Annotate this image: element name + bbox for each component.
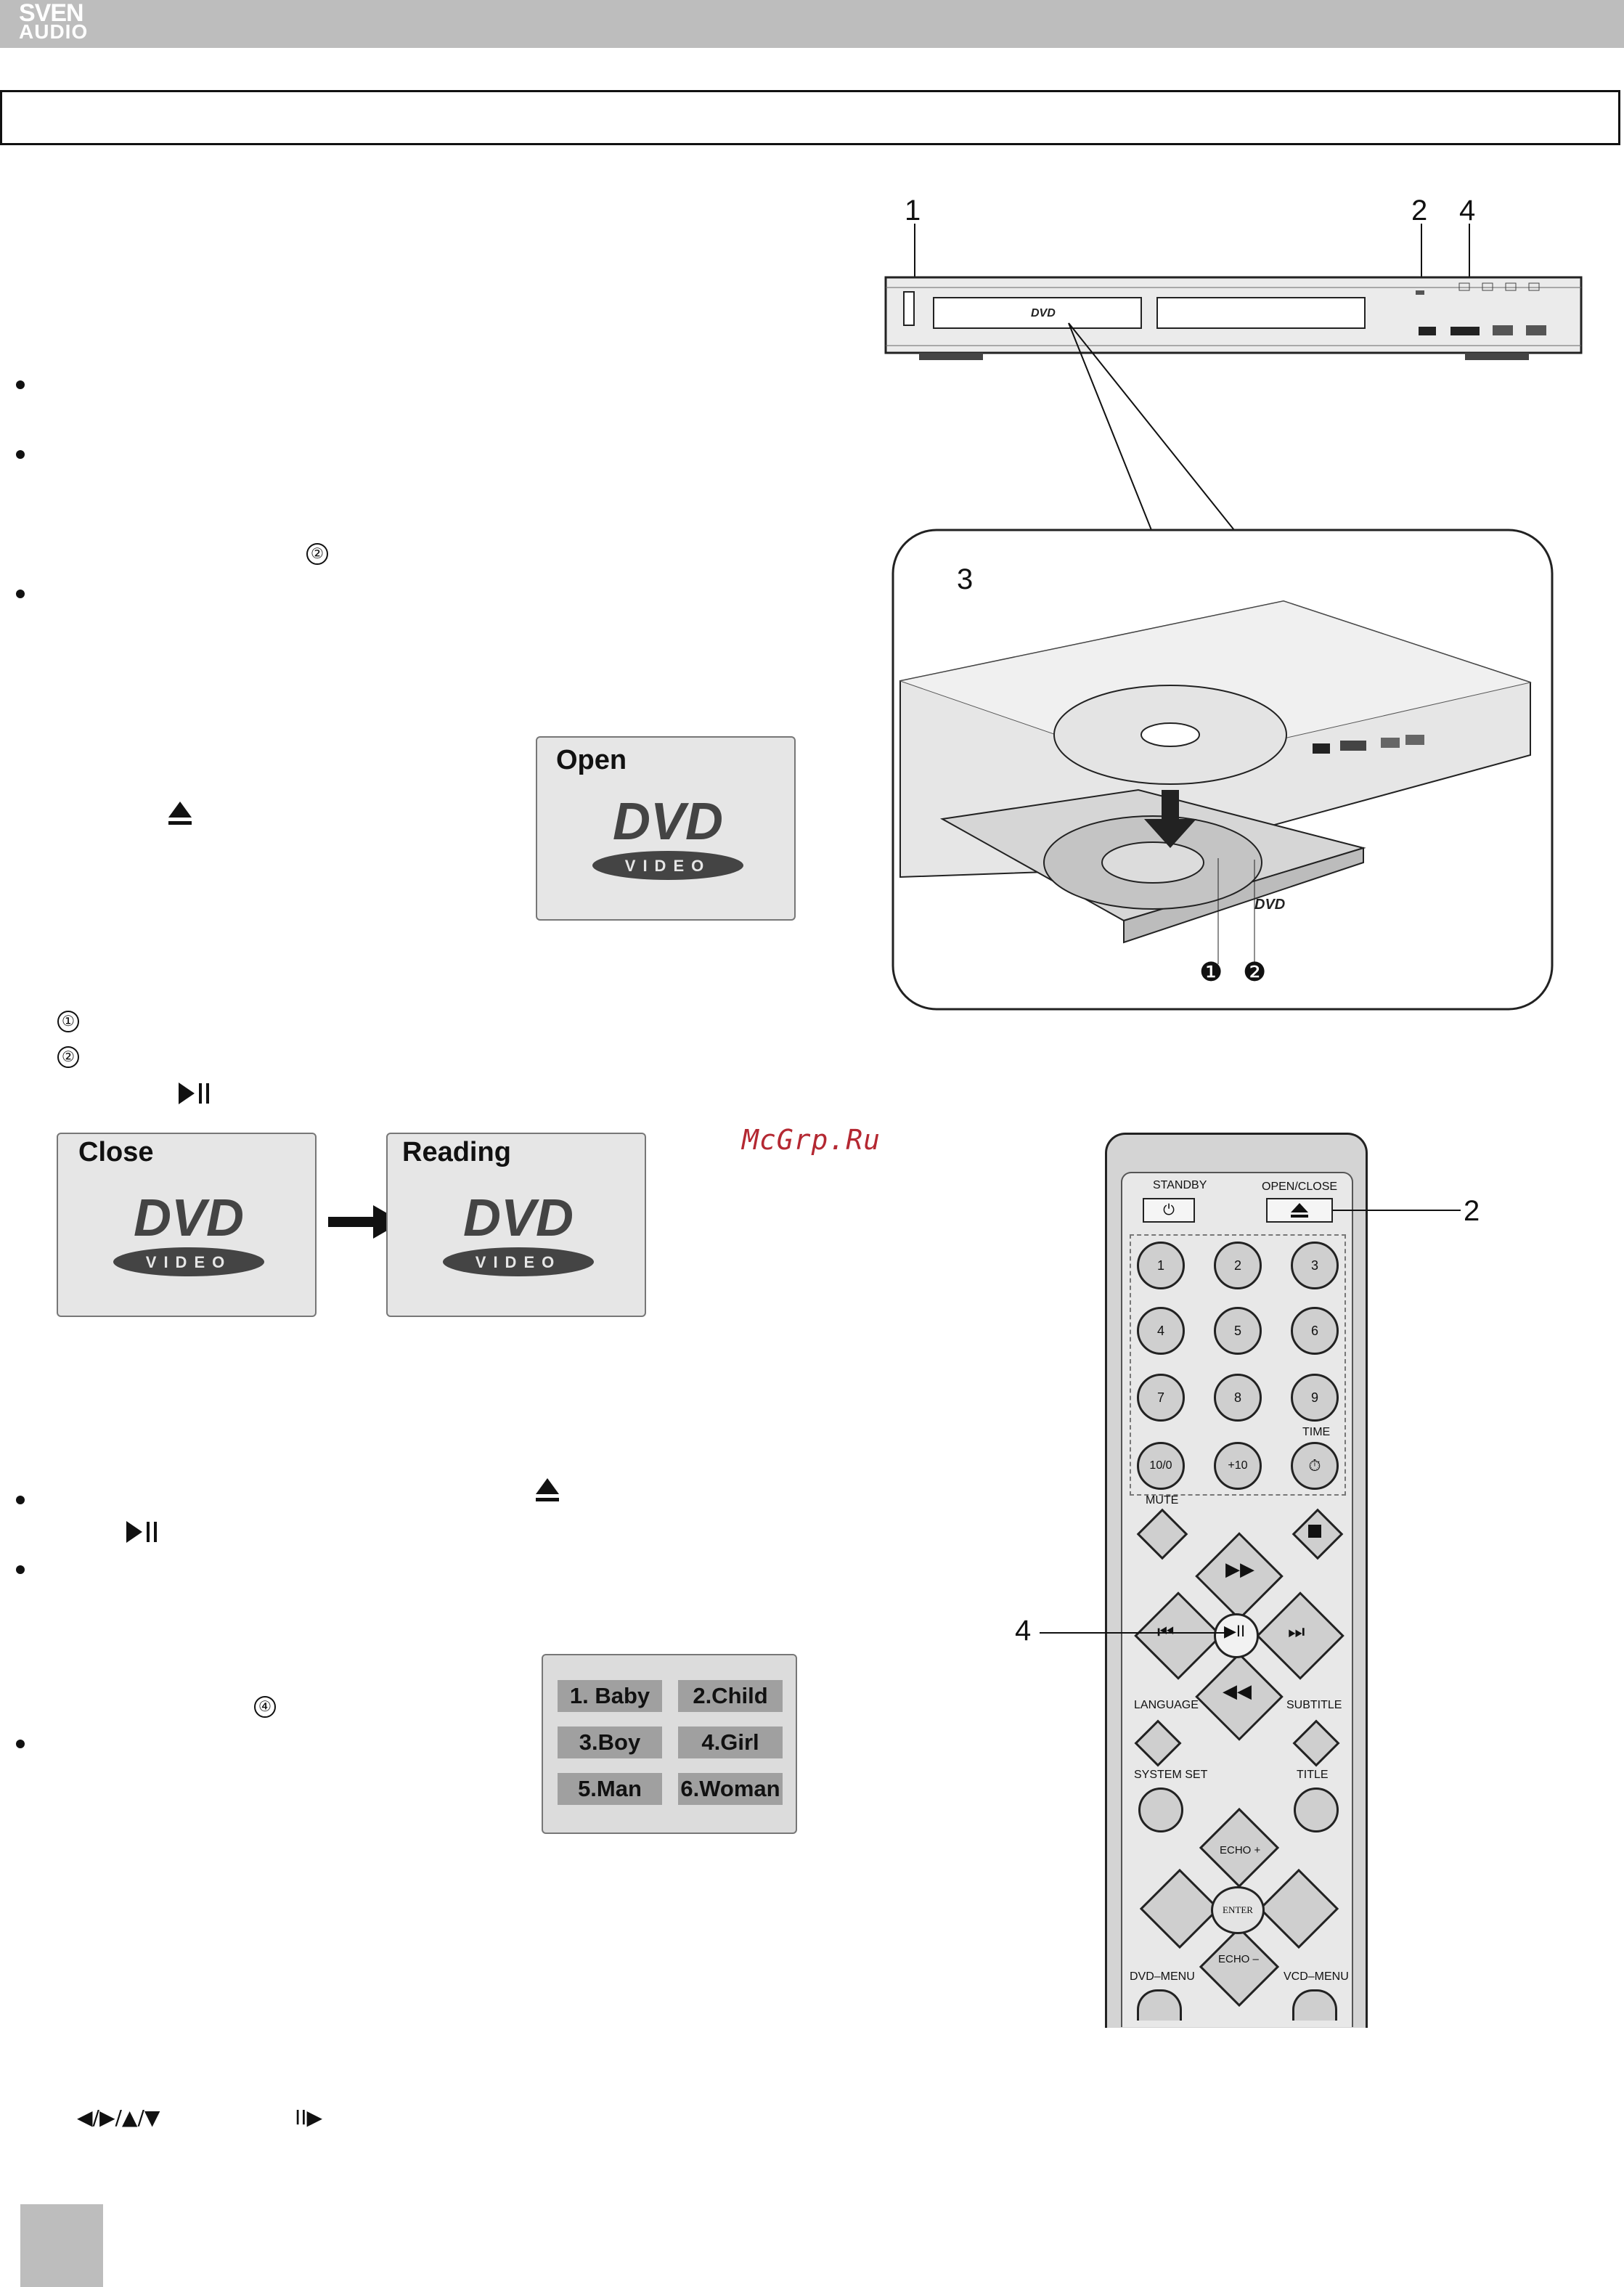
brand-line2: AUDIO [19, 20, 89, 43]
osd-open-screen: Open DVD VIDEO [536, 736, 796, 921]
number-button-2[interactable]: 2 [1214, 1242, 1262, 1289]
vcd-menu-label: VCD–MENU [1284, 1970, 1349, 1983]
mute-label: MUTE [1146, 1494, 1179, 1507]
play-pause-icon [177, 1080, 213, 1106]
osd-reading-label: Reading [402, 1137, 511, 1167]
play-pause-button[interactable] [1214, 1613, 1259, 1658]
time-button[interactable]: ⏱ [1291, 1442, 1339, 1490]
play-pause-remote-icon: ▶II [1224, 1622, 1246, 1640]
rewind-icon: ◀◀ [1223, 1680, 1252, 1702]
dvd-video-logo: DVD VIDEO [592, 794, 743, 880]
fast-forward-icon: ▶▶ [1225, 1558, 1254, 1580]
bullet [16, 1565, 25, 1574]
number-button-3[interactable]: 3 [1291, 1242, 1339, 1289]
previous-icon: ⏮ [1157, 1621, 1175, 1642]
brand-logo: SVEN AUDIO [19, 0, 89, 43]
svg-text:VIDEO: VIDEO [476, 1253, 561, 1271]
dvd-menu-label: DVD–MENU [1130, 1970, 1195, 1983]
dvd-video-logo: DVD VIDEO [443, 1191, 594, 1276]
section-title-box [0, 90, 1620, 145]
slow-forward-icon: II▶ [295, 2105, 323, 2129]
circled-number-4: ④ [254, 1696, 276, 1718]
callout-2: 2 [1411, 195, 1428, 227]
remote-callout-line-4 [1040, 1632, 1233, 1634]
svg-text:DVD: DVD [134, 1191, 244, 1247]
dvd-player-front-illustration: DVD [884, 224, 1583, 530]
number-button-9[interactable]: 9 [1291, 1374, 1339, 1422]
disc-tray-illustration: DVD [891, 529, 1554, 1011]
callout-3: 3 [957, 563, 974, 595]
open-close-button[interactable] [1266, 1198, 1333, 1223]
disc-callout-2: ❷ [1243, 957, 1267, 987]
system-set-button[interactable] [1138, 1787, 1183, 1833]
stop-icon [1308, 1525, 1321, 1538]
number-button-10-0[interactable]: 10/0 [1137, 1442, 1185, 1490]
step-circle-2: ② [57, 1046, 79, 1068]
number-button-1[interactable]: 1 [1137, 1242, 1185, 1289]
bullet [16, 380, 25, 389]
echo-minus-label: ECHO – [1218, 1953, 1259, 1965]
nav-arrows-icon: ◀/▶/▲/▼ [77, 2105, 160, 2129]
number-pad-area [1130, 1234, 1346, 1496]
bullet [16, 1740, 25, 1748]
number-button-4[interactable]: 4 [1137, 1307, 1185, 1355]
play-pause-icon [125, 1519, 161, 1545]
title-button[interactable] [1294, 1787, 1339, 1833]
dvd-video-logo: DVD VIDEO [113, 1191, 264, 1276]
svg-text:DVD: DVD [1031, 307, 1056, 319]
next-icon: ⏭ [1288, 1621, 1305, 1642]
menu-item[interactable]: 5.Man [558, 1773, 662, 1805]
language-label: LANGUAGE [1134, 1699, 1199, 1711]
echo-plus-label: ECHO + [1220, 1844, 1261, 1856]
vcd-menu-button[interactable] [1292, 1989, 1337, 2021]
svg-text:DVD: DVD [463, 1191, 574, 1247]
osd-menu-screen: 1. Baby 2.Child 3.Boy 4.Girl 5.Man 6.Wom… [542, 1654, 797, 1834]
number-button-7[interactable]: 7 [1137, 1374, 1185, 1422]
osd-close-screen: Close DVD VIDEO [57, 1133, 317, 1317]
eject-icon [166, 799, 195, 828]
standby-label: STANDBY [1153, 1179, 1207, 1191]
callout-1: 1 [905, 195, 921, 227]
menu-item[interactable]: 1. Baby [558, 1680, 662, 1712]
eject-icon [533, 1475, 562, 1504]
bullet [16, 1496, 25, 1504]
subtitle-label: SUBTITLE [1286, 1699, 1342, 1711]
callout-4: 4 [1459, 195, 1476, 227]
osd-open-label: Open [556, 745, 627, 775]
enter-button[interactable]: ENTER [1211, 1886, 1265, 1934]
title-label: TITLE [1297, 1769, 1329, 1781]
step-circle-1: ① [57, 1011, 79, 1032]
bullet [16, 590, 25, 598]
svg-text:VIDEO: VIDEO [146, 1253, 232, 1271]
svg-text:DVD: DVD [1254, 897, 1285, 913]
svg-text:VIDEO: VIDEO [625, 857, 711, 875]
bullet [16, 450, 25, 459]
number-button-5[interactable]: 5 [1214, 1307, 1262, 1355]
menu-item[interactable]: 3.Boy [558, 1727, 662, 1758]
number-button-6[interactable]: 6 [1291, 1307, 1339, 1355]
watermark: McGrp.Ru [742, 1124, 881, 1156]
remote-callout-line-2 [1333, 1210, 1461, 1211]
header-bar [0, 0, 1624, 48]
disc-callout-1: ❶ [1199, 957, 1223, 987]
dvd-menu-button[interactable] [1137, 1989, 1182, 2021]
remote-callout-4: 4 [1015, 1615, 1032, 1647]
page-number-box [20, 2204, 103, 2287]
time-label: TIME [1302, 1426, 1331, 1438]
remote-callout-2-text: 2 [1464, 1195, 1480, 1227]
menu-item[interactable]: 6.Woman [678, 1773, 783, 1805]
number-button-plus10[interactable]: +10 [1214, 1442, 1262, 1490]
menu-item[interactable]: 2.Child [678, 1680, 783, 1712]
osd-reading-screen: Reading DVD VIDEO [386, 1133, 646, 1317]
menu-item[interactable]: 4.Girl [678, 1727, 783, 1758]
circled-number-2: ② [306, 543, 328, 565]
system-set-label: SYSTEM SET [1134, 1769, 1208, 1781]
osd-close-label: Close [78, 1137, 154, 1167]
brand-line1: SVEN [19, 0, 84, 27]
standby-button[interactable]: ⏻ [1143, 1198, 1195, 1223]
open-close-label: OPEN/CLOSE [1262, 1181, 1338, 1193]
number-button-8[interactable]: 8 [1214, 1374, 1262, 1422]
svg-text:DVD: DVD [613, 794, 723, 851]
